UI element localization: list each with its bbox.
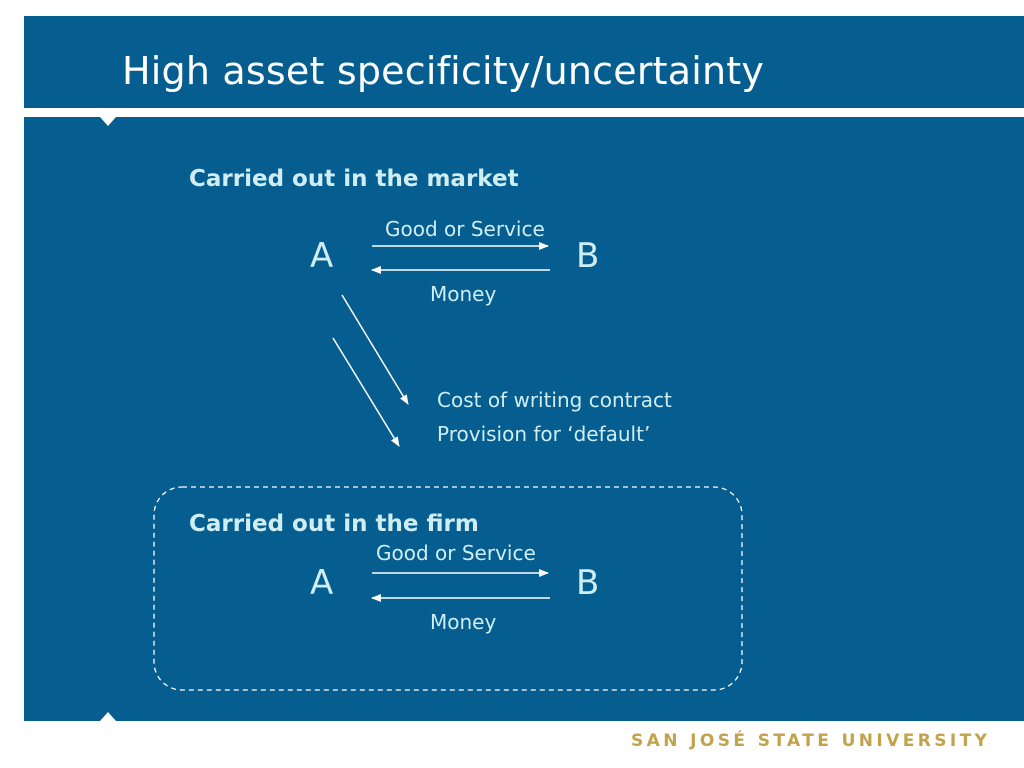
panel-notch-top xyxy=(100,117,116,126)
firm-heading: Carried out in the firm xyxy=(189,511,479,537)
content-panel xyxy=(24,117,1024,721)
firm-boundary xyxy=(153,486,743,691)
firm-party-a: A xyxy=(310,563,334,603)
cost-writing-contract-label: Cost of writing contract xyxy=(437,388,672,412)
university-logo: SAN JOSÉ STATE UNIVERSITY xyxy=(631,731,991,751)
market-heading: Carried out in the market xyxy=(189,166,519,192)
transition-arrow-firm xyxy=(332,337,400,447)
market-good-or-service-label: Good or Service xyxy=(385,217,545,241)
slide-title: High asset specificity/uncertainty xyxy=(122,49,765,93)
market-party-a: A xyxy=(310,236,334,276)
firm-good-or-service-label: Good or Service xyxy=(376,541,536,565)
title-band xyxy=(24,16,1024,108)
firm-money-label: Money xyxy=(430,610,497,634)
provision-default-label: Provision for ‘default’ xyxy=(437,422,651,446)
transition-arrow-costs xyxy=(341,294,409,405)
market-party-b: B xyxy=(576,236,600,276)
firm-party-b: B xyxy=(576,563,600,603)
market-money-label: Money xyxy=(430,282,497,306)
panel-notch-bottom xyxy=(100,712,116,721)
